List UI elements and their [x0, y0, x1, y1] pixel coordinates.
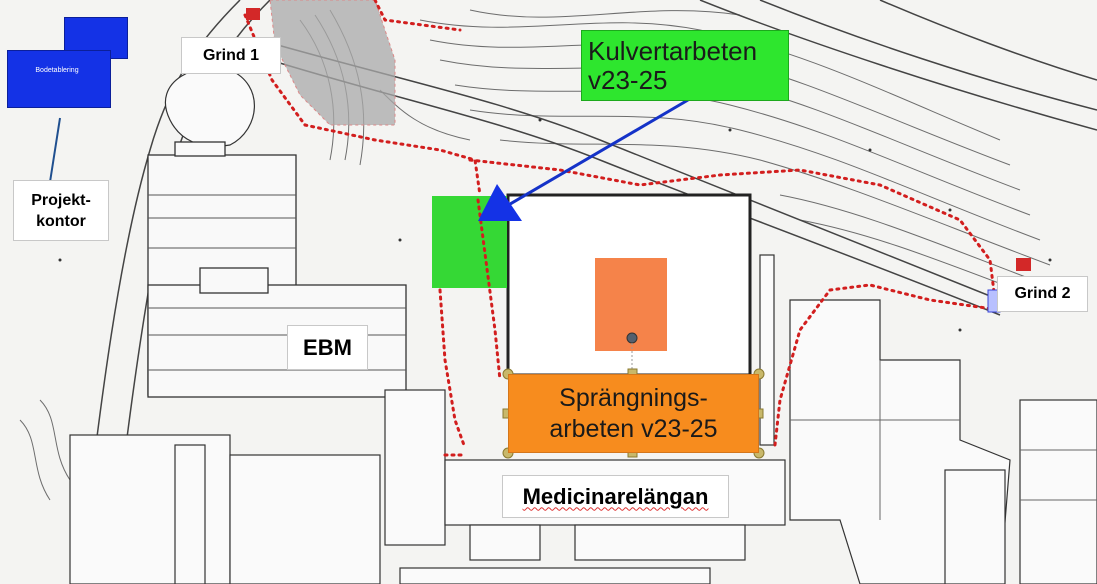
fence-line [243, 0, 1002, 457]
sprangningsarbeten-line2: arbeten v23-25 [549, 414, 718, 443]
projektkontor-pointer [49, 117, 61, 183]
kulvertarbeten-callout: Kulvertarbeten v23-25 [581, 30, 789, 101]
grind1-roundabout [164, 66, 255, 147]
grey-zone [269, 0, 396, 126]
site-marker [626, 332, 638, 344]
grind2-text: Grind 2 [1014, 285, 1071, 302]
sprangningsarbeten-callout[interactable]: Sprängnings- arbeten v23-25 [508, 374, 759, 453]
projektkontor-line1: Projekt- [31, 191, 91, 209]
sprangningsarbeten-line1: Sprängnings- [559, 383, 708, 412]
projektkontor-line2: kontor [36, 212, 86, 230]
kulvert-arrow-head [478, 184, 522, 221]
grind1-label: Grind 1 [181, 37, 281, 74]
medicinarelangan-text: Medicinarelängan [522, 483, 709, 509]
medicinarelangan-label: Medicinarelängan [502, 475, 729, 518]
grind2-label: Grind 2 [997, 276, 1088, 312]
kulvertarbeten-line1: Kulvertarbeten [588, 35, 758, 66]
grind1-text: Grind 1 [202, 46, 259, 64]
bodetablering-box [7, 50, 111, 108]
lower-left-buildings [69, 389, 446, 584]
kulvert-arrow-line [504, 98, 689, 209]
kulvertarbeten-line2: v23-25 [588, 64, 668, 95]
projektkontor-label: Projekt- kontor [13, 180, 109, 241]
bodetablering-label: Bodetablering [35, 67, 79, 74]
ebm-label: EBM [287, 325, 368, 370]
ebm-text: EBM [303, 334, 352, 360]
right-buildings [759, 254, 1097, 584]
